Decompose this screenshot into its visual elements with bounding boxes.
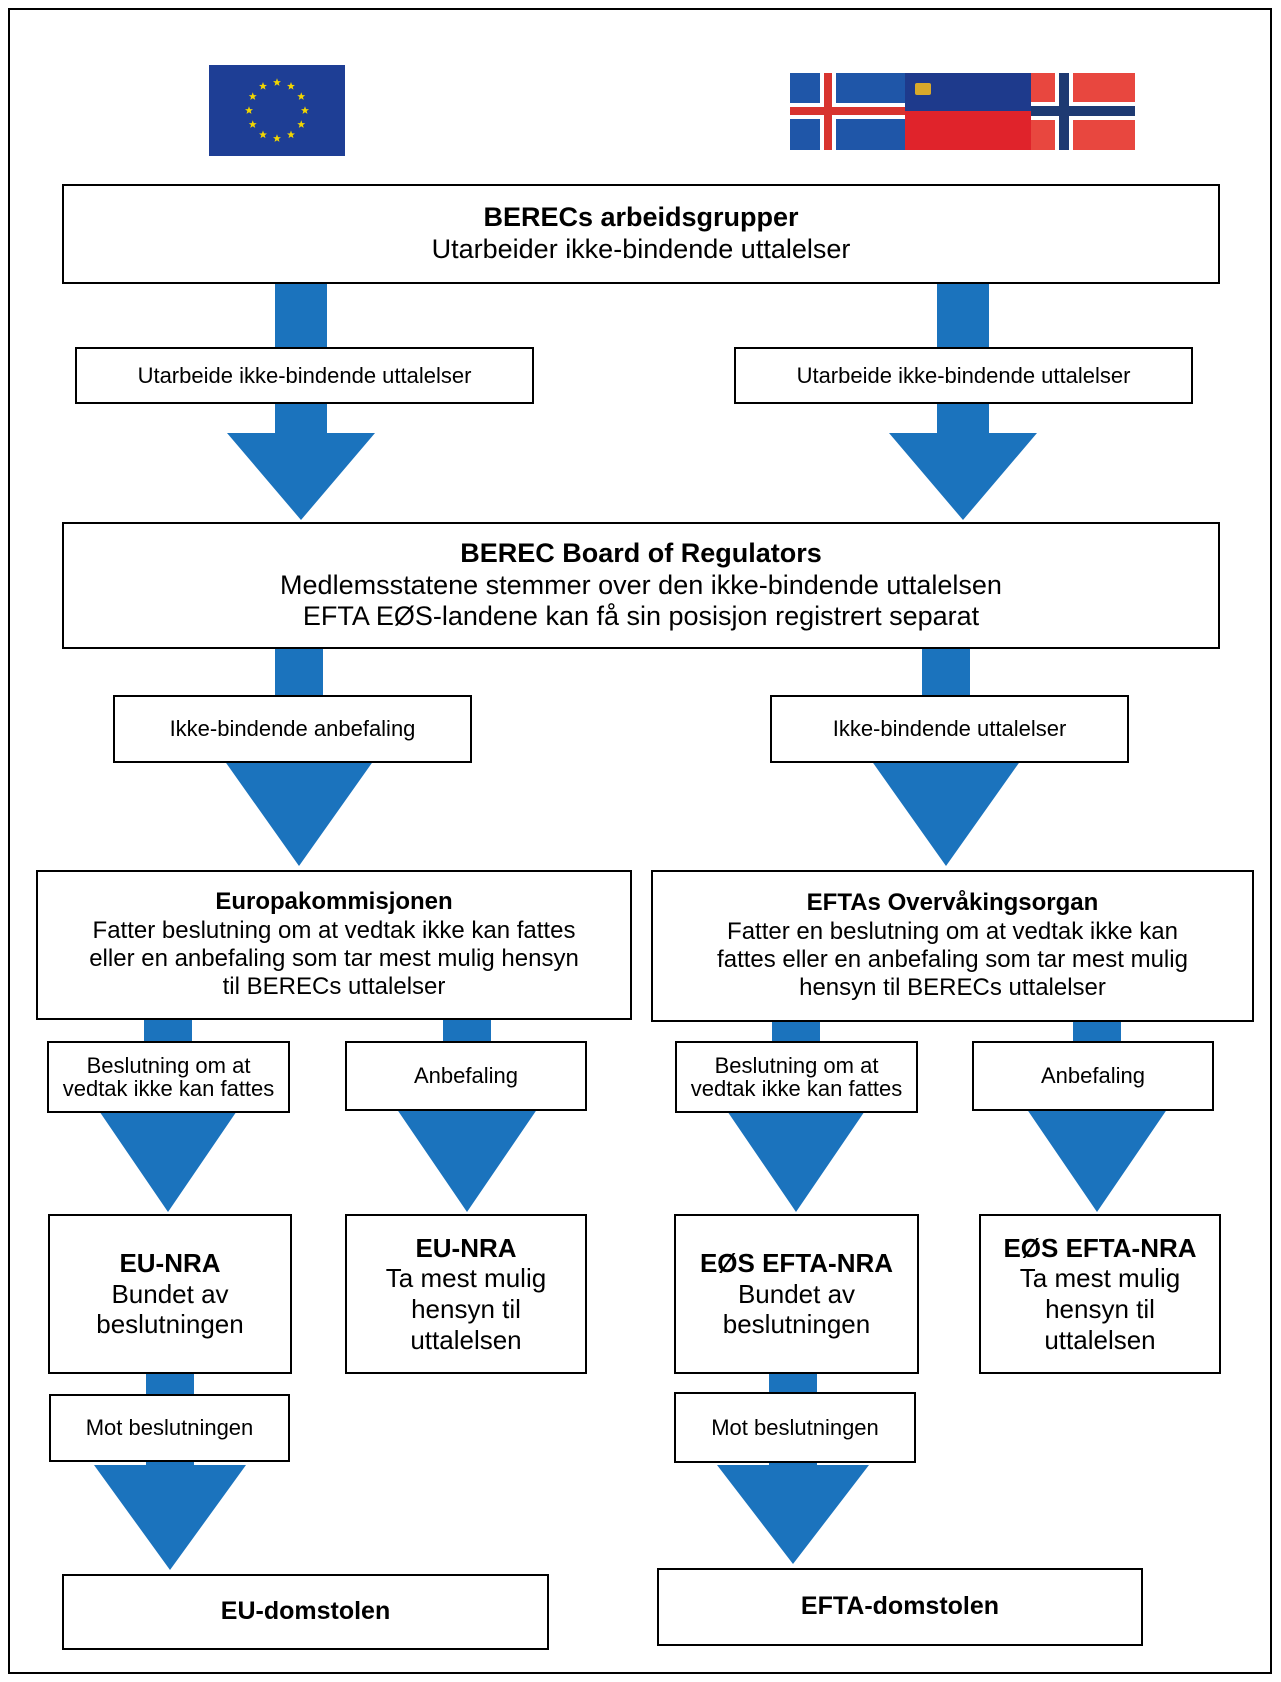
efta-nra-recommendation-box: EØS EFTA-NRA Ta mest mulig hensyn til ut… (979, 1214, 1221, 1374)
arrow-commission-to-eu-rec (392, 1018, 542, 1212)
european-commission-box: Europakommisjonen Fatter beslutning om a… (36, 870, 632, 1020)
liechtenstein-flag (905, 73, 1031, 150)
esa-line1: Fatter en beslutning om at vedtak ikke k… (727, 917, 1178, 945)
esa-title: EFTAs Overvåkingsorgan (806, 889, 1099, 917)
eu-appeal-label: Mot beslutningen (49, 1394, 290, 1462)
efta-court-box: EFTA-domstolen (657, 1568, 1143, 1646)
efta-court-text: EFTA-domstolen (800, 1592, 1000, 1621)
eu-nra-rec-line2: hensyn til (411, 1294, 521, 1324)
efta-decision-label: Beslutning om at vedtak ikke kan fattes (675, 1041, 918, 1113)
berec-board-box: BEREC Board of Regulators Medlemsstatene… (62, 522, 1220, 649)
berec-board-line1: Medlemsstatene stemmer over den ikke-bin… (280, 569, 1002, 600)
berec-working-groups-title: BERECs arbeidsgrupper (483, 202, 799, 233)
eu-nra-bound-box: EU-NRA Bundet av beslutningen (48, 1214, 292, 1374)
iceland-flag (790, 73, 905, 150)
efta-appeal-label: Mot beslutningen (674, 1392, 916, 1463)
step2-right-text: Ikke-bindende uttalelser (832, 716, 1067, 742)
eu-flag (209, 65, 345, 156)
eu-star-icon (287, 82, 295, 90)
eu-nra-recommendation-box: EU-NRA Ta mest mulig hensyn til uttalels… (345, 1214, 587, 1374)
efta-surveillance-authority-box: EFTAs Overvåkingsorgan Fatter en beslutn… (651, 870, 1254, 1022)
arrow-esa-to-efta-rec (1022, 1020, 1172, 1212)
eu-star-icon (297, 120, 306, 128)
eu-decision-line1: Beslutning om at (86, 1052, 251, 1078)
berec-working-groups-text: Utarbeider ikke-bindende uttalelser (431, 234, 851, 264)
efta-nra-rec-title: EØS EFTA-NRA (1003, 1232, 1197, 1263)
eu-star-icon (245, 106, 253, 114)
eu-recommendation-text: Anbefaling (414, 1063, 518, 1089)
efta-nra-rec-line2: hensyn til (1045, 1294, 1155, 1324)
eu-flag-stars (245, 78, 309, 142)
commission-line3: til BERECs uttalelser (222, 973, 446, 1001)
efta-decision-line1: Beslutning om at (714, 1052, 879, 1078)
efta-decision-line2: vedtak ikke kan fattes (690, 1076, 903, 1101)
step2-left-text: Ikke-bindende anbefaling (169, 716, 416, 742)
eu-star-icon (259, 130, 267, 139)
berec-board-line2: EFTA EØS-landene kan få sin posisjon reg… (302, 601, 980, 632)
step2-left-label: Ikke-bindende anbefaling (113, 695, 472, 763)
efta-recommendation-text: Anbefaling (1041, 1063, 1145, 1089)
efta-nra-rec-line1: Ta mest mulig (1019, 1263, 1181, 1294)
step1-left-label: Utarbeide ikke-bindende uttalelser (75, 347, 534, 404)
arrow-eu-nra-to-court (94, 1372, 246, 1570)
eu-star-icon (259, 82, 267, 90)
eu-nra-rec-line3: uttalelsen (410, 1324, 522, 1355)
esa-line2: fattes eller en anbefaling som tar mest … (717, 946, 1188, 973)
efta-nra-bound-box: EØS EFTA-NRA Bundet av beslutningen (674, 1214, 919, 1374)
eu-nra-bound-line1: Bundet av (111, 1278, 229, 1309)
step1-left-text: Utarbeide ikke-bindende uttalelser (137, 362, 472, 388)
eu-nra-bound-title: EU-NRA (119, 1247, 221, 1278)
eu-recommendation-label: Anbefaling (345, 1041, 587, 1111)
eu-nra-rec-line1: Ta mest mulig (385, 1263, 547, 1294)
berec-board-title: BEREC Board of Regulators (460, 537, 822, 568)
arrow-efta-nra-to-court (717, 1372, 869, 1564)
eu-nra-rec-title: EU-NRA (415, 1232, 517, 1263)
step1-right-text: Utarbeide ikke-bindende uttalelser (796, 362, 1131, 388)
eu-star-icon (248, 92, 257, 100)
step2-right-label: Ikke-bindende uttalelser (770, 695, 1129, 763)
efta-nra-bound-line2: beslutningen (722, 1309, 871, 1340)
efta-appeal-text: Mot beslutningen (711, 1414, 879, 1440)
berec-working-groups-box: BERECs arbeidsgrupper Utarbeider ikke-bi… (62, 184, 1220, 284)
efta-recommendation-label: Anbefaling (972, 1041, 1214, 1111)
eu-star-icon (273, 134, 281, 142)
esa-line3: hensyn til BERECs uttalelser (799, 974, 1106, 1002)
eu-decision-label: Beslutning om at vedtak ikke kan fattes (47, 1041, 290, 1113)
eu-court-box: EU-domstolen (62, 1574, 549, 1650)
efta-nra-bound-line1: Bundet av (737, 1278, 856, 1309)
eu-court-text: EU-domstolen (220, 1597, 391, 1626)
step1-right-label: Utarbeide ikke-bindende uttalelser (734, 347, 1193, 404)
arrow-esa-to-efta-bound (721, 1020, 871, 1212)
eu-decision-line2: vedtak ikke kan fattes (62, 1076, 275, 1101)
eu-star-icon (297, 92, 306, 100)
eu-nra-bound-line2: beslutningen (96, 1309, 244, 1340)
eu-star-icon (301, 106, 309, 114)
eu-star-icon (287, 130, 295, 139)
eu-star-icon (248, 120, 257, 128)
norway-flag (1031, 73, 1135, 150)
eea-efta-flags (790, 73, 1135, 150)
efta-nra-rec-line3: uttalelsen (1044, 1324, 1156, 1355)
eu-appeal-text: Mot beslutningen (85, 1415, 254, 1441)
commission-title: Europakommisjonen (215, 888, 453, 916)
eu-star-icon (273, 78, 281, 86)
arrow-commission-to-eu-bound (93, 1018, 243, 1212)
diagram-frame (8, 8, 1272, 1674)
crown-icon (915, 83, 931, 95)
commission-line1: Fatter beslutning om at vedtak ikke kan … (92, 916, 576, 944)
commission-line2: eller en anbefaling som tar mest mulig h… (89, 945, 579, 972)
efta-nra-bound-title: EØS EFTA-NRA (699, 1247, 894, 1278)
